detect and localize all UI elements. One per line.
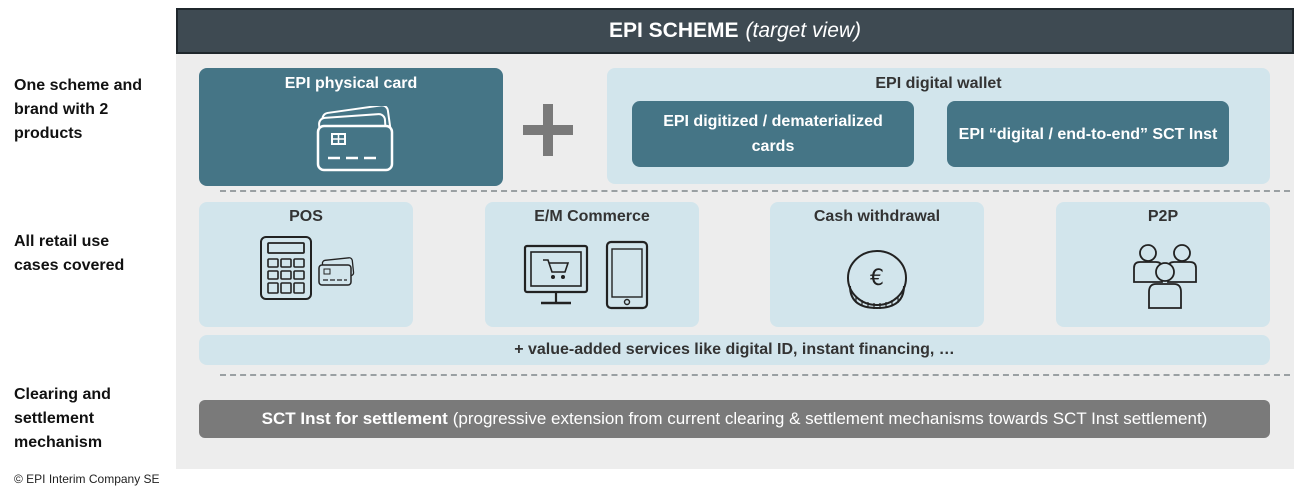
scheme-header: EPI SCHEME (target view) [176, 8, 1294, 54]
row-label-use-cases: All retail use cases covered [14, 233, 125, 274]
physical-card-box: EPI physical card [199, 68, 503, 186]
copyright-text: © EPI Interim Company SE [14, 472, 160, 486]
scheme-subtitle: (target view) [745, 19, 862, 42]
settlement-description: (progressive extension from current clea… [452, 409, 1208, 428]
use-case-label: P2P [1147, 208, 1179, 225]
settlement-title: SCT Inst for settlement [261, 409, 448, 428]
pos-terminal-icon [260, 236, 355, 300]
computer-and-phone-icon [523, 240, 649, 310]
physical-card-title: EPI physical card [284, 75, 418, 92]
plus-icon [523, 104, 573, 156]
use-case-ecommerce: E/M Commerce [485, 202, 699, 327]
wallet-item-sct-inst: EPI “digital / end-to-end” SCT Inst [947, 101, 1229, 167]
row-label-settlement: Clearing and settlement mechanism [14, 386, 111, 451]
use-case-p2p: P2P [1056, 202, 1270, 327]
digital-wallet-box: EPI digital wallet EPI digitized / demat… [607, 68, 1270, 184]
digital-wallet-title: EPI digital wallet [875, 75, 1002, 92]
value-added-services-bar: + value-added services like digital ID, … [199, 335, 1270, 365]
use-case-label: Cash withdrawal [813, 208, 941, 225]
use-case-cash-withdrawal: Cash withdrawal € [770, 202, 984, 327]
wallet-item-digitized-cards: EPI digitized / dematerialized cards [632, 101, 914, 167]
use-case-label: E/M Commerce [534, 208, 650, 225]
settlement-bar: SCT Inst for settlement (progressive ext… [199, 400, 1270, 438]
euro-coin-icon: € [847, 250, 907, 310]
use-case-pos: POS [199, 202, 413, 327]
row-label-products: One scheme and brand with 2 products [14, 77, 143, 142]
divider [220, 190, 1290, 192]
cards-icon [316, 106, 394, 172]
scheme-title: EPI SCHEME [608, 19, 739, 42]
people-icon [1133, 244, 1197, 309]
divider [220, 374, 1290, 376]
svg-text:€: € [870, 266, 884, 291]
use-case-label: POS [289, 208, 323, 225]
